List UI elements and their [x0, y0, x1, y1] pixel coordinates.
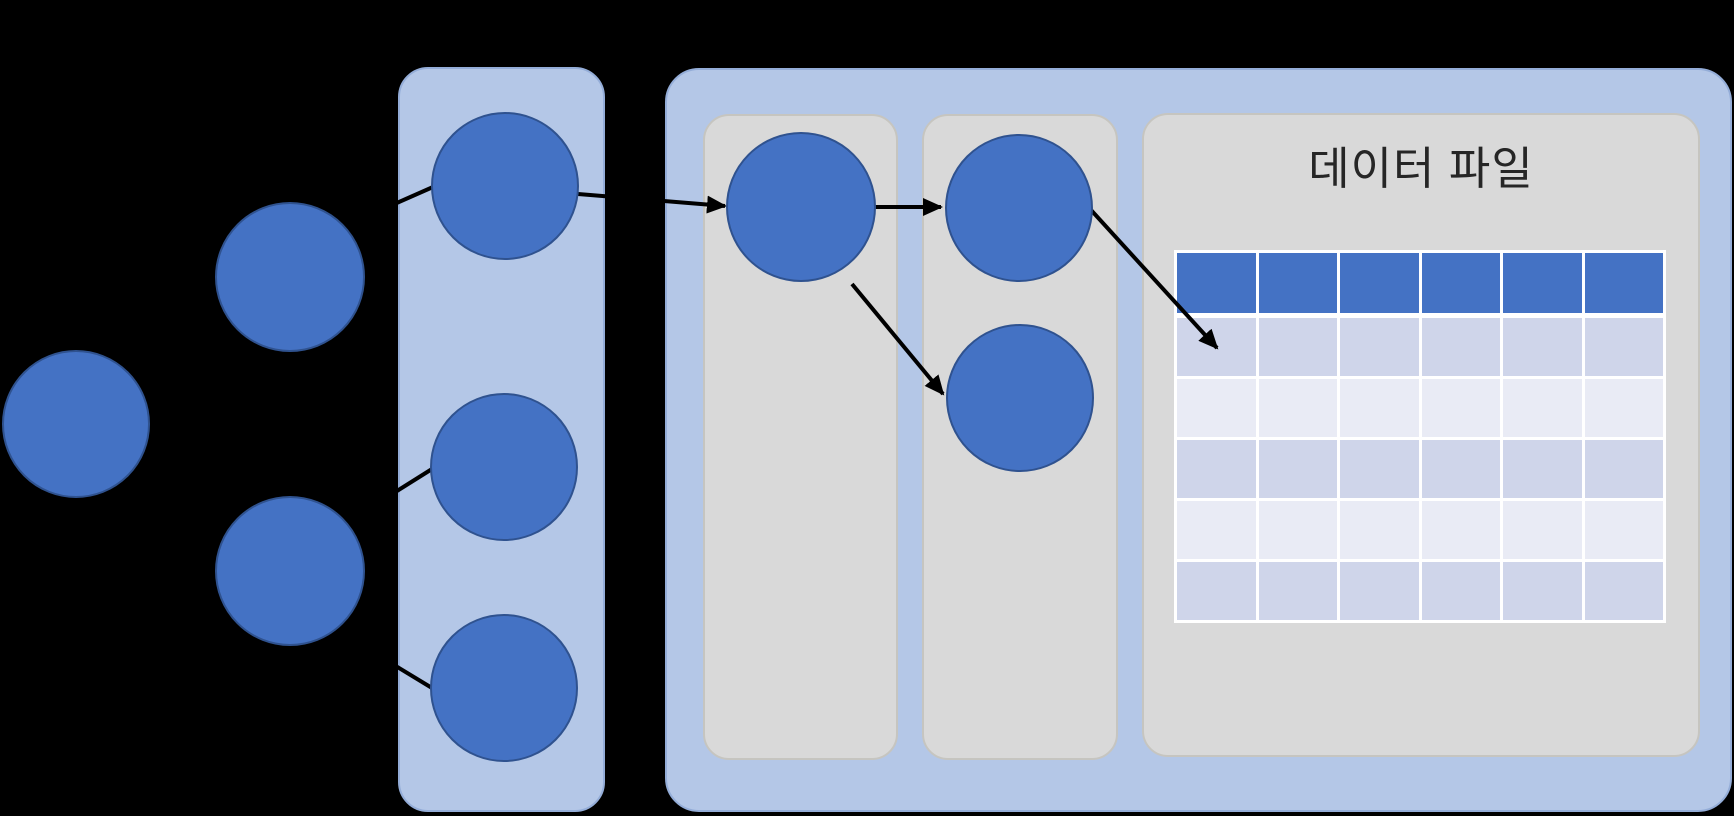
table-row: [1177, 501, 1663, 559]
table-cell: [1177, 318, 1256, 376]
table-cell: [1503, 318, 1582, 376]
table-cell: [1503, 440, 1582, 498]
table-cell: [1340, 440, 1419, 498]
node-stage2-bottom: [946, 324, 1094, 472]
table-cell: [1177, 253, 1256, 313]
table-cell: [1421, 253, 1500, 313]
table-cell: [1258, 562, 1337, 620]
table-cell: [1340, 253, 1419, 313]
table-cell: [1584, 379, 1663, 437]
table-cell: [1340, 379, 1419, 437]
table-cell: [1340, 501, 1419, 559]
table-cell: [1584, 562, 1663, 620]
table-cell: [1584, 253, 1663, 313]
table-cell: [1421, 501, 1500, 559]
node-col1-top: [431, 112, 579, 260]
node-col1-bottom: [430, 614, 578, 762]
table-cell: [1503, 501, 1582, 559]
table-cell: [1258, 253, 1337, 313]
table-cell: [1177, 562, 1256, 620]
table-row: [1177, 562, 1663, 620]
table-cell: [1503, 379, 1582, 437]
table-cell: [1503, 253, 1582, 313]
table-cell: [1258, 379, 1337, 437]
table-cell: [1258, 440, 1337, 498]
node-col1-mid: [430, 393, 578, 541]
table-cell: [1584, 501, 1663, 559]
table-row: [1177, 440, 1663, 498]
table-row: [1177, 318, 1663, 376]
table-cell: [1177, 440, 1256, 498]
table-cell: [1421, 440, 1500, 498]
table-row: [1177, 379, 1663, 437]
node-left-bottom: [215, 496, 365, 646]
table-cell: [1421, 318, 1500, 376]
table-cell: [1340, 562, 1419, 620]
table-cell: [1584, 318, 1663, 376]
node-stage2-top: [945, 134, 1093, 282]
data-file-title: 데이터 파일: [1308, 143, 1534, 194]
table-cell: [1258, 501, 1337, 559]
node-stage1: [726, 132, 876, 282]
table-cell: [1340, 318, 1419, 376]
table-header-row: [1177, 253, 1663, 313]
table-cell: [1421, 379, 1500, 437]
data-file-table: [1174, 250, 1666, 623]
table-cell: [1584, 440, 1663, 498]
node-left-top: [215, 202, 365, 352]
table-cell: [1177, 501, 1256, 559]
table-cell: [1421, 562, 1500, 620]
node-left-single: [2, 350, 150, 498]
table-cell: [1503, 562, 1582, 620]
table-cell: [1258, 318, 1337, 376]
table-cell: [1177, 379, 1256, 437]
